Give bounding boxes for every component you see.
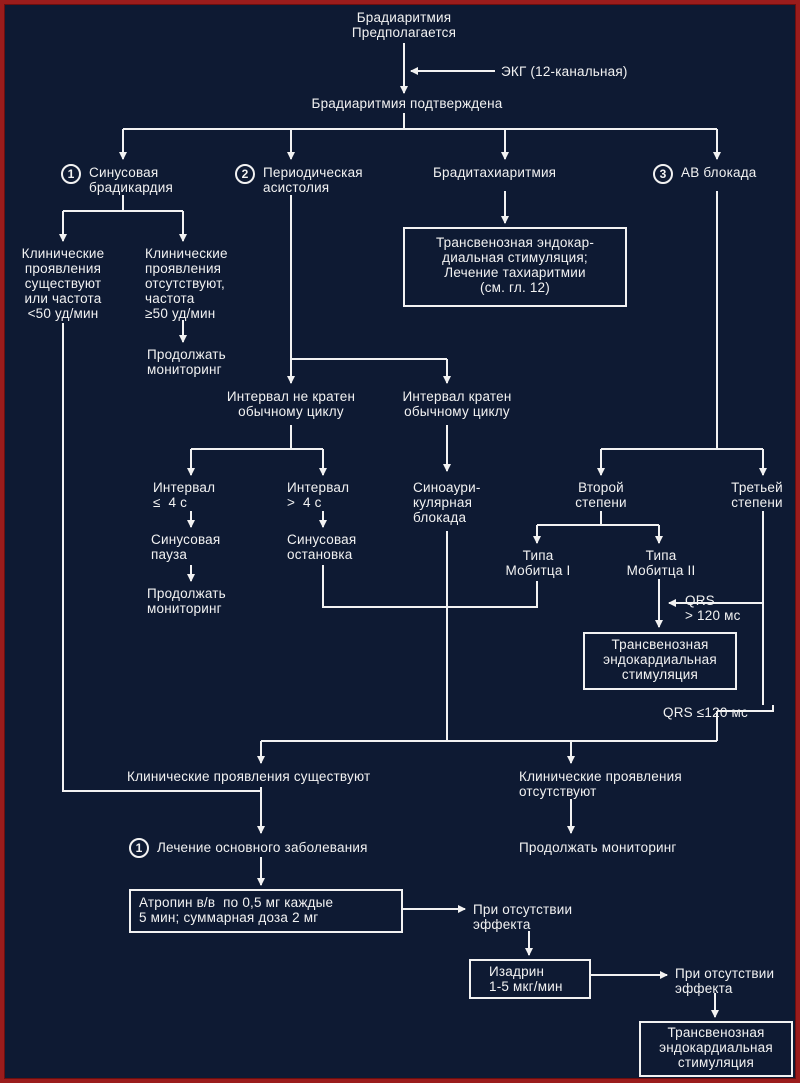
flowchart-canvas: Брадиаритмия Предполагается ЭКГ (12-кана…: [4, 4, 796, 1079]
node-brady-tachy: Брадитахиаритмия: [433, 165, 557, 180]
edge-interval-not-down: [191, 425, 323, 450]
node-continue-monitoring-3: Продолжать мониторинг: [519, 840, 677, 855]
node-interval-not-multiple: Интервал не кратен обычному циклу: [226, 389, 356, 419]
node-confirmed: Брадиаритмия подтверждена: [311, 96, 503, 111]
node-interval-le4: Интервал ≤ 4 с: [153, 480, 216, 510]
edge-third-qrs: [717, 705, 774, 712]
box-transvenous-tachy: [403, 227, 627, 307]
node-transvenous-tachy: Трансвенозная эндокар- диальная стимуляц…: [435, 235, 595, 295]
node-sinus-pause: Синусовая пауза: [151, 532, 221, 562]
node-treat-disease: Лечение основного заболевания: [157, 840, 368, 855]
node-clin-exist: Клинические проявления существуют: [127, 769, 371, 784]
node-periodic-asystole: Периодическая асистолия: [263, 165, 363, 195]
node-mobitz-1: Типа Мобитца I: [505, 548, 571, 578]
node-continue-monitoring-2: Продолжать мониторинг: [147, 586, 226, 616]
node-second-degree: Второй степени: [575, 480, 627, 510]
node-atropine: Атропин в/в по 0,5 мг каждые 5 мин; сумм…: [139, 895, 334, 925]
node-transvenous-2: Трансвенозная эндокардиальная стимуляция: [603, 637, 717, 682]
node-isadrin: Изадрин 1-5 мкг/мин: [489, 964, 563, 994]
node-interval-multiple: Интервал кратен обычному циклу: [402, 389, 512, 419]
marker-3-icon: 3: [653, 164, 673, 184]
marker-1-icon: 1: [61, 164, 81, 184]
node-av-block: АВ блокада: [681, 165, 757, 180]
node-third-degree: Третьей степени: [731, 480, 783, 510]
edge-second-down: [537, 511, 659, 526]
node-bradyarrhythmia-suspected: Брадиаритмия Предполагается: [351, 10, 457, 40]
node-no-effect-2: При отсутствии эффекта: [675, 966, 775, 996]
node-sinus-arrest: Синусовая остановка: [287, 532, 357, 562]
node-no-effect-1: При отсутствии эффекта: [473, 902, 573, 932]
edge-sinus-split: [63, 195, 183, 212]
node-clin-absent-rate: Клинические проявления отсутствуют, част…: [145, 246, 228, 321]
node-clin-absent: Клинические проявления отсутствуют: [519, 769, 682, 799]
node-sinus-bradycardia: Синусовая брадикардия: [89, 165, 174, 195]
node-qrs-le120: QRS ≤120 мс: [663, 705, 748, 720]
box-transvenous-2: [583, 632, 737, 690]
node-sa-block: Синоаури- кулярная блокада: [413, 480, 481, 525]
node-interval-gt4: Интервал > 4 с: [287, 480, 350, 510]
node-transvenous-3: Трансвенозная эндокардиальная стимуляция: [659, 1025, 773, 1070]
connector-lines: [59, 43, 774, 1018]
marker-2-icon: 2: [235, 164, 255, 184]
edge-left-long: [62, 323, 261, 792]
node-qrs-gt120: QRS > 120 мс: [685, 593, 741, 623]
node-clin-exist-rate: Клинические проявления существуют или ча…: [21, 246, 105, 321]
box-atropine: [129, 889, 403, 933]
box-isadrin: [469, 959, 591, 999]
node-continue-monitoring-1: Продолжать мониторинг: [147, 347, 226, 377]
node-ekg: ЭКГ (12-канальная): [501, 64, 628, 79]
node-mobitz-2: Типа Мобитца II: [626, 548, 696, 578]
edge-arrest-down: [322, 565, 538, 608]
marker-4-icon: 1: [129, 838, 149, 858]
box-transvenous-3: [639, 1021, 793, 1077]
